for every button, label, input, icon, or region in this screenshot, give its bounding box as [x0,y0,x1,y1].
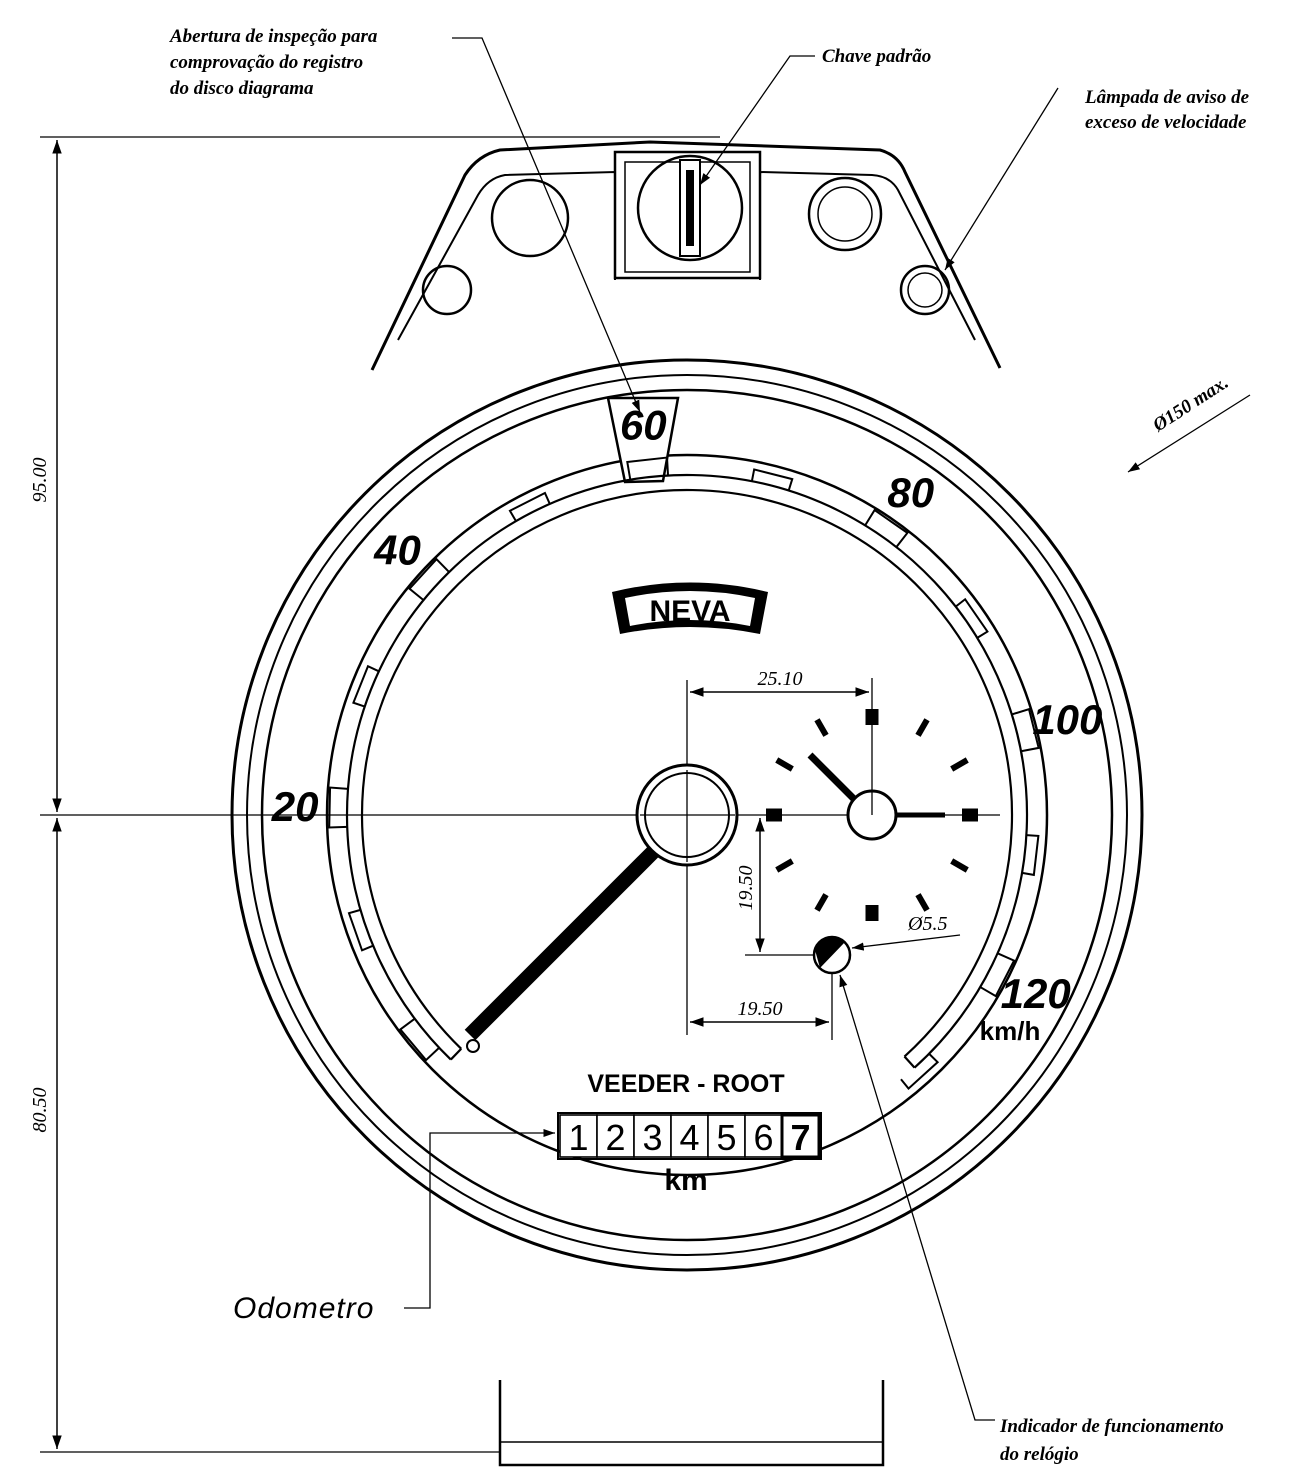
clock-hour-mark [814,718,829,737]
bottom-connector [498,1380,885,1467]
scale-tick [408,557,450,601]
scale-tick [626,456,670,480]
inspection-label-1: Abertura de inspeção para [169,26,378,47]
callout-diameter: Ø150 max. [1127,372,1251,473]
odometer-digit: 1 [568,1117,588,1158]
scale-tick [1021,834,1040,877]
warning-lamp [899,264,951,316]
clock-dimensions: 25.10 19.50 19.50 Ø5.5 [690,668,961,1040]
odometer-digit: 4 [679,1117,699,1158]
odometer-digit: 5 [716,1117,736,1158]
odometer-digit: 6 [753,1117,773,1158]
inspection-label-3: do disco diagrama [170,78,314,99]
key-label: Chave padrão [822,46,931,67]
clock-horizontal-dim: 25.10 [758,668,803,690]
clock-hour-mark [775,858,794,873]
scale-end-cap [903,1055,916,1069]
brand-name: NEVA [649,595,730,628]
scale-start-cap [450,1048,463,1061]
odometer-unit: km [664,1164,707,1197]
clock-hour-mark [814,893,829,912]
clock-hour-mark [775,757,794,772]
housing-head [370,140,1002,371]
speed-unit: km/h [980,1016,1041,1046]
odometer-digit: 3 [642,1117,662,1158]
callout-clock-indicator: Indicador de funcionamento do relógio [839,974,1224,1465]
inspection-label-2: comprovação do registro [170,52,363,73]
scale-number: 60 [620,401,667,448]
scale-tick [900,1053,940,1091]
odometer-digit-box [633,1114,672,1158]
scale-tick [864,508,909,548]
head-hole-left [490,178,570,258]
lamp-label-1: Lâmpada de aviso de [1084,87,1250,108]
scale-tick [955,597,989,639]
scale-tick [328,786,349,829]
clock-indicator-label-1: Indicador de funcionamento [999,1416,1224,1437]
brand-logo: NEVA [612,582,768,634]
odometer-frame [557,1112,822,1160]
scale-number: 120 [1001,970,1071,1017]
callout-key: Chave padrão [699,46,931,186]
max-diameter-label: Ø150 max. [1148,372,1232,437]
lamp-label-2: exceso de velocidade [1085,112,1247,133]
scale-tick [398,1017,440,1062]
odometer-digit-box [670,1114,709,1158]
odometer-digit: 7 [790,1117,810,1158]
indicator-horizontal-dim: 19.50 [738,998,783,1020]
clock-indicator-label-2: do relógio [1000,1444,1079,1465]
callout-lamp: Lâmpada de aviso de exceso de velocidade [944,87,1250,271]
upper-height-dim: 95.00 [29,458,51,503]
callout-odometer: Odometro [233,1128,555,1325]
odometer-digit: 2 [605,1117,625,1158]
scale-number: 20 [271,783,319,830]
standard-key [636,154,744,262]
clock-hour-mark [950,757,969,772]
clock-hour-mark [915,893,930,912]
scale-number: 40 [373,527,421,574]
speed-scale: 20 40 60 80 100 120 [271,401,1102,1091]
height-dimensions: 95.00 80.50 [29,136,720,1453]
clock [766,678,978,921]
scale-number: 100 [1032,696,1102,743]
clock-vertical-dim: 19.50 [735,866,757,911]
head-hole-small [421,264,473,316]
scale-tick [1011,707,1040,753]
scale-tick [750,468,794,491]
inspection-window [606,396,680,484]
odometer-digit-box [780,1113,821,1159]
scale-track-inner [360,488,1014,1058]
clock-hour-hand [807,752,858,803]
scale-number: 80 [887,469,934,516]
scale-tick [347,908,374,952]
scale-tick [352,664,380,708]
odometer-label: Odometro [233,1292,374,1325]
maker-name: VEEDER - ROOT [587,1070,784,1098]
scale-tick [508,491,551,522]
scale-tick [979,952,1016,998]
odometer-digit-box [559,1114,598,1158]
clock-hour-mark [915,718,930,737]
indicator-diameter-dim: Ø5.5 [907,913,947,935]
speed-needle [464,844,661,1041]
odometer-digit-box [596,1114,635,1158]
odometer-digit-box [707,1114,746,1158]
clock-hour-mark [950,858,969,873]
lower-height-dim: 80.50 [29,1088,51,1133]
head-hole-right [807,176,883,252]
callout-inspection: Abertura de inspeção para comprovação do… [169,26,641,413]
